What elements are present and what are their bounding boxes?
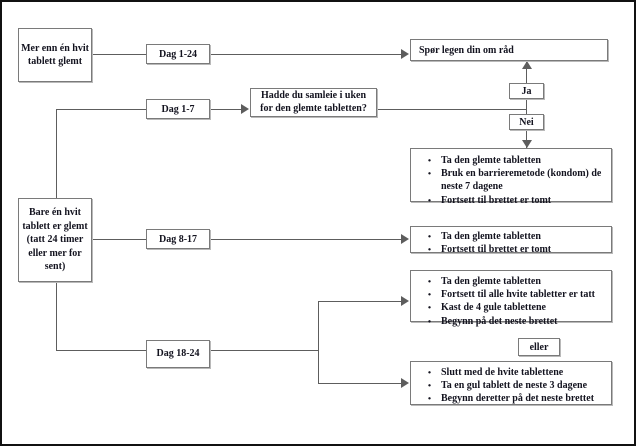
list-item: Bruk en barrieremetode (kondom) de neste… xyxy=(425,165,609,193)
connector-question-to-yesno xyxy=(377,109,527,110)
list-item: Ta den glemte tabletten xyxy=(425,228,609,248)
connector-riser-to-day17 xyxy=(56,109,57,221)
list-item: Begynn deretter på det neste brettet xyxy=(425,390,609,410)
connector-split-to-outcome4 xyxy=(318,383,402,384)
list-item: Ta den glemte tabletten xyxy=(425,273,609,293)
node-ask-doctor[interactable]: Spør legen din om råd xyxy=(410,39,608,61)
arrowhead-yes-to-askdoctor xyxy=(522,61,532,69)
connector-no-riser xyxy=(526,109,527,114)
node-answer-yes[interactable]: Ja xyxy=(509,83,544,99)
connector-day1824-to-split xyxy=(210,350,318,351)
outcome-barrier-method-list: Ta den glemte tabletten Bruk en barriere… xyxy=(411,152,609,212)
node-question-intercourse[interactable]: Hadde du samleie i uken for den glemte t… xyxy=(250,88,377,117)
connector-split-vertical xyxy=(318,301,319,383)
list-item: Fortsett til brettet er tomt xyxy=(425,192,609,212)
node-question-intercourse-label: Hadde du samleie i uken for den glemte t… xyxy=(260,89,367,114)
connector-riser-to-day1824 xyxy=(56,282,57,350)
list-item: Fortsett til alle hvite tabletter er tat… xyxy=(425,286,609,306)
edge-label-day-1-7[interactable]: Dag 1-7 xyxy=(146,99,210,119)
arrowhead-to-outcome2 xyxy=(401,234,409,244)
outcome-barrier-method[interactable]: Ta den glemte tabletten Bruk en barriere… xyxy=(410,148,612,212)
outcome-skip-yellow[interactable]: Ta den glemte tabletten Fortsett til all… xyxy=(410,270,612,333)
outcome-stop-white[interactable]: Slutt med de hvite tablettene Ta en gul … xyxy=(410,361,612,410)
connector-day817-to-outcome2 xyxy=(210,239,402,240)
edge-label-day-1-24-text: Dag 1-24 xyxy=(158,48,198,60)
connector-start1-to-day124 xyxy=(92,54,146,55)
list-item: Kast de 4 gule tablettene xyxy=(425,299,609,319)
list-item: Ta en gul tablett de neste 3 dagene xyxy=(425,377,609,397)
arrowhead-to-askdoctor xyxy=(401,49,409,59)
node-start-only-one[interactable]: Bare én hvit tablett er glemt (tatt 24 t… xyxy=(18,198,92,282)
edge-label-day-8-17-text: Dag 8-17 xyxy=(158,233,198,245)
node-ask-doctor-label: Spør legen din om råd xyxy=(419,44,514,56)
edge-label-day-1-7-text: Dag 1-7 xyxy=(161,103,195,115)
arrowhead-to-outcome4 xyxy=(401,378,409,388)
outcome-continue-pack[interactable]: Ta den glemte tabletten Fortsett til bre… xyxy=(410,226,612,261)
edge-label-day-18-24[interactable]: Dag 18-24 xyxy=(146,340,210,368)
edge-label-day-1-24[interactable]: Dag 1-24 xyxy=(146,44,210,64)
connector-day17-to-question xyxy=(210,109,242,110)
node-start-more-than-one-label: Mer enn én hvit tablett glemt xyxy=(21,42,89,68)
node-answer-no-label: Nei xyxy=(519,116,534,128)
node-or-label[interactable]: eller xyxy=(518,338,560,356)
node-start-more-than-one[interactable]: Mer enn én hvit tablett glemt xyxy=(18,28,92,82)
node-answer-no[interactable]: Nei xyxy=(509,114,544,130)
connector-split-to-outcome3 xyxy=(318,301,402,302)
arrowhead-to-question xyxy=(241,104,249,114)
arrowhead-no-to-outcome1 xyxy=(522,140,532,148)
connector-yes-to-askdoctor xyxy=(526,61,527,83)
arrowhead-to-outcome3 xyxy=(401,296,409,306)
outcome-continue-pack-list: Ta den glemte tabletten Fortsett til bre… xyxy=(411,228,609,261)
outcome-stop-white-list: Slutt med de hvite tablettene Ta en gul … xyxy=(411,364,609,410)
node-answer-yes-label: Ja xyxy=(521,85,532,97)
connector-yes-riser xyxy=(526,98,527,114)
list-item: Begynn på det neste brettet xyxy=(425,313,609,333)
connector-to-day1824 xyxy=(56,350,146,351)
node-start-only-one-label: Bare én hvit tablett er glemt (tatt 24 t… xyxy=(22,207,88,273)
edge-label-day-18-24-text: Dag 18-24 xyxy=(156,348,200,359)
list-item: Ta den glemte tabletten xyxy=(425,152,609,172)
outcome-skip-yellow-list: Ta den glemte tabletten Fortsett til all… xyxy=(411,273,609,333)
edge-label-day-8-17[interactable]: Dag 8-17 xyxy=(146,229,210,249)
node-or-label-text: eller xyxy=(529,341,549,353)
list-item: Fortsett til brettet er tomt xyxy=(425,241,609,261)
connector-start2-to-day817 xyxy=(92,239,146,240)
connector-day124-to-askdoctor xyxy=(210,54,402,55)
list-item: Slutt med de hvite tablettene xyxy=(425,364,609,384)
connector-to-day17 xyxy=(56,109,146,110)
connector-no-to-outcome1 xyxy=(526,130,527,148)
